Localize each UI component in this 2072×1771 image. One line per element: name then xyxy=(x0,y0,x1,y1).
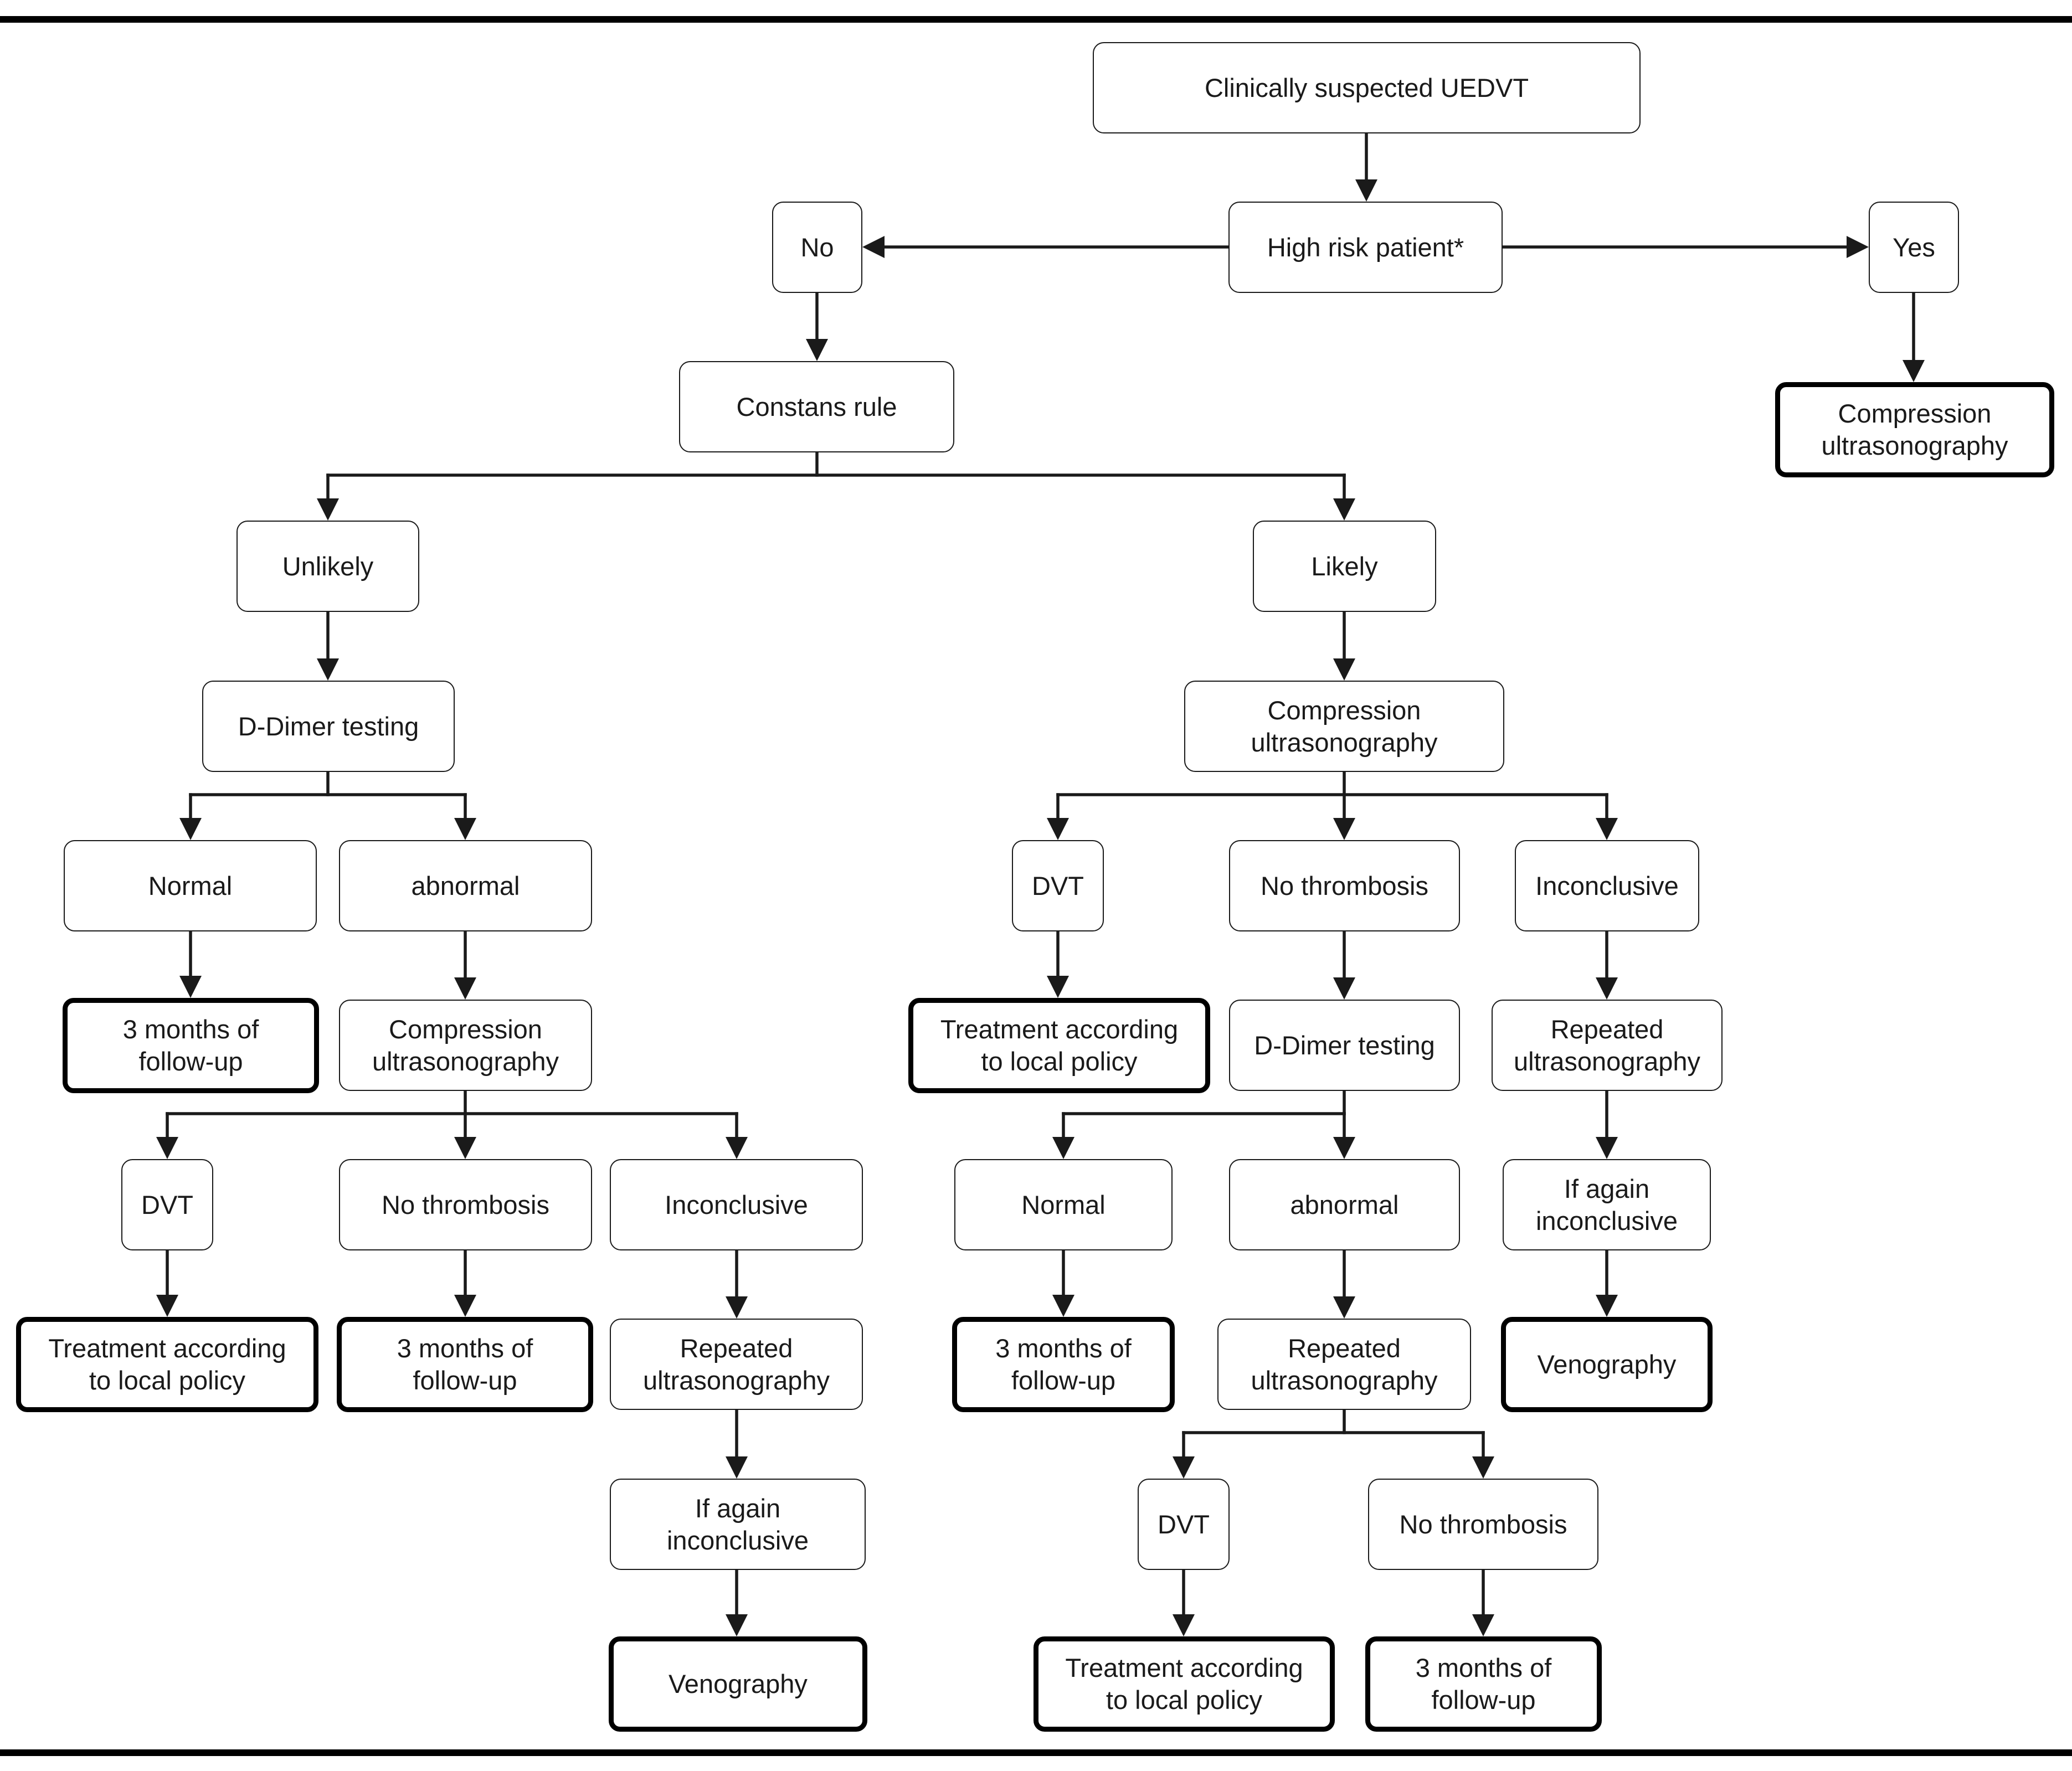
d-dimer-right-node: D-Dimer testing xyxy=(1229,1000,1460,1091)
arrow-nothromb-to-followup-mid-head xyxy=(1472,1614,1494,1636)
arrow-inconclusive-to-repeat-right-head xyxy=(1596,977,1618,1000)
arrow-likely-to-cus-head xyxy=(1333,658,1355,681)
yes-node: Yes xyxy=(1869,202,1959,293)
follow-up-normal-left-node: 3 months of follow-up xyxy=(63,998,319,1093)
branch-cus-right-drop-3-head xyxy=(1596,818,1618,840)
normal-left-node: Normal xyxy=(64,840,317,931)
repeated-ultrasonography-left-node: Repeated ultrasonography xyxy=(610,1319,863,1410)
arrow-start-to-high-risk-head xyxy=(1355,179,1377,202)
treatment-mid-node: Treatment according to local policy xyxy=(1034,1636,1335,1732)
abnormal-right-node: abnormal xyxy=(1229,1159,1460,1250)
repeated-ultrasonography-right-node: Repeated ultrasonography xyxy=(1492,1000,1723,1091)
arrow-nothromb-to-ddimer-right-head xyxy=(1333,977,1355,1000)
branch-ddimer-left-drop-1-head xyxy=(179,818,202,840)
branch-cus-left-drop-1-head xyxy=(156,1137,178,1159)
dvt-right-node: DVT xyxy=(1012,840,1104,931)
branch-constans-drop-2-head xyxy=(1333,498,1355,521)
branch-repeat-mid-drop-1-head xyxy=(1173,1456,1195,1479)
arrow-unlikely-to-ddimer-head xyxy=(317,658,339,681)
if-again-inconclusive-left-node: If again inconclusive xyxy=(610,1479,866,1570)
treatment-left-node: Treatment according to local policy xyxy=(16,1317,318,1412)
start-node: Clinically suspected UEDVT xyxy=(1093,42,1641,133)
follow-up-no-thrombosis-left-node: 3 months of follow-up xyxy=(337,1317,593,1412)
top-rule xyxy=(0,16,2072,23)
no-thrombosis-mid-node: No thrombosis xyxy=(1368,1479,1598,1570)
arrow-no-to-constans-head xyxy=(806,339,828,361)
no-node: No xyxy=(772,202,862,293)
branch-repeat-mid-drop-2-head xyxy=(1472,1456,1494,1479)
abnormal-left-node: abnormal xyxy=(339,840,592,931)
arrow-dvt-to-treatment-right-head xyxy=(1047,976,1069,998)
inconclusive-right-node: Inconclusive xyxy=(1515,840,1699,931)
branch-cus-left-drop-3-head xyxy=(726,1137,748,1159)
arrow-repeat-to-again-left-head xyxy=(726,1456,748,1479)
arrow-yes-to-cus-head xyxy=(1903,360,1925,382)
compression-ultrasonography-right-node: Compression ultrasonography xyxy=(1184,681,1504,772)
arrow-high-risk-to-no-head xyxy=(862,236,885,258)
arrow-repeat-to-again-right-head xyxy=(1596,1137,1618,1159)
dvt-left-node: DVT xyxy=(121,1159,213,1250)
branch-cus-right-drop-1-head xyxy=(1047,818,1069,840)
likely-node: Likely xyxy=(1253,521,1436,612)
dvt-mid-node: DVT xyxy=(1138,1479,1230,1570)
no-thrombosis-left-node: No thrombosis xyxy=(339,1159,592,1250)
follow-up-normal-right-node: 3 months of follow-up xyxy=(952,1317,1175,1412)
if-again-inconclusive-right-node: If again inconclusive xyxy=(1503,1159,1711,1250)
arrow-inconclusive-to-repeat-left-head xyxy=(726,1296,748,1319)
arrow-again-to-venography-left-head xyxy=(726,1614,748,1636)
branch-cus-right-drop-2-head xyxy=(1333,818,1355,840)
arrow-nothromb-to-followup-left-head xyxy=(454,1295,476,1317)
venography-right-node: Venography xyxy=(1501,1317,1713,1412)
no-thrombosis-right-node: No thrombosis xyxy=(1229,840,1460,931)
branch-cus-left-drop-2-head xyxy=(454,1137,476,1159)
arrow-abnormal-to-repeat-mid-head xyxy=(1333,1296,1355,1319)
treatment-right-node: Treatment according to local policy xyxy=(908,998,1210,1093)
arrow-dvt-to-treatment-mid-head xyxy=(1173,1614,1195,1636)
unlikely-node: Unlikely xyxy=(236,521,419,612)
arrow-abnormal-to-cus-left-head xyxy=(454,977,476,1000)
bottom-rule xyxy=(0,1749,2072,1756)
compression-ultrasonography-left-node: Compression ultrasonography xyxy=(339,1000,592,1091)
constans-rule-node: Constans rule xyxy=(679,361,954,452)
branch-ddimer-right-drop-1-head xyxy=(1052,1137,1074,1159)
arrow-dvt-to-treatment-left-head xyxy=(156,1295,178,1317)
branch-ddimer-left-drop-2-head xyxy=(454,818,476,840)
d-dimer-left-node: D-Dimer testing xyxy=(202,681,455,772)
arrow-normal-to-followup-right-head xyxy=(1052,1295,1074,1317)
follow-up-mid-node: 3 months of follow-up xyxy=(1365,1636,1602,1732)
venography-left-node: Venography xyxy=(609,1636,867,1732)
arrow-normal-to-followup-left-head xyxy=(179,976,202,998)
branch-constans-drop-1-head xyxy=(317,498,339,521)
compression-ultrasonography-high-risk-node: Compression ultrasonography xyxy=(1775,382,2054,477)
inconclusive-left-node: Inconclusive xyxy=(610,1159,863,1250)
repeated-ultrasonography-mid-node: Repeated ultrasonography xyxy=(1217,1319,1471,1410)
high-risk-node: High risk patient* xyxy=(1228,202,1503,293)
arrow-again-to-venography-right-head xyxy=(1596,1295,1618,1317)
arrow-high-risk-to-yes-head xyxy=(1847,236,1869,258)
normal-right-node: Normal xyxy=(954,1159,1173,1250)
branch-ddimer-right-drop-2-head xyxy=(1333,1137,1355,1159)
